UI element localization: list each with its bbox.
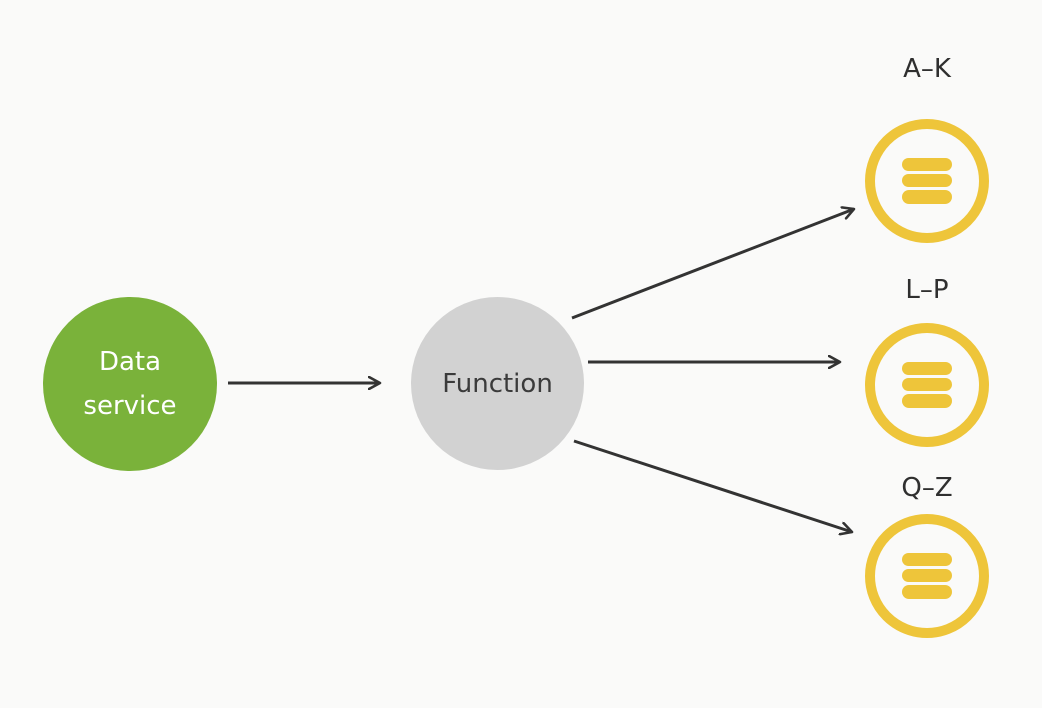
function-label: Function (442, 368, 553, 399)
arrow-function-to-q-z (573, 439, 852, 532)
function-node: Function (411, 297, 584, 470)
database-icon (902, 553, 952, 599)
data-service-label-line2: service (83, 391, 177, 421)
data-service-node: Data service (43, 297, 217, 471)
arrow-function-to-a-k (571, 209, 854, 320)
data-service-label-line1: Data (98, 347, 162, 377)
shard-a-k-node (865, 119, 989, 243)
shard-l-p-node (865, 323, 989, 447)
shard-label-a-k: A–K (903, 54, 951, 84)
shard-q-z-node (865, 514, 989, 638)
database-icon (902, 362, 952, 408)
database-icon (902, 158, 952, 204)
shard-label-q-z: Q–Z (901, 473, 953, 503)
shard-label-l-p: L–P (905, 275, 949, 305)
